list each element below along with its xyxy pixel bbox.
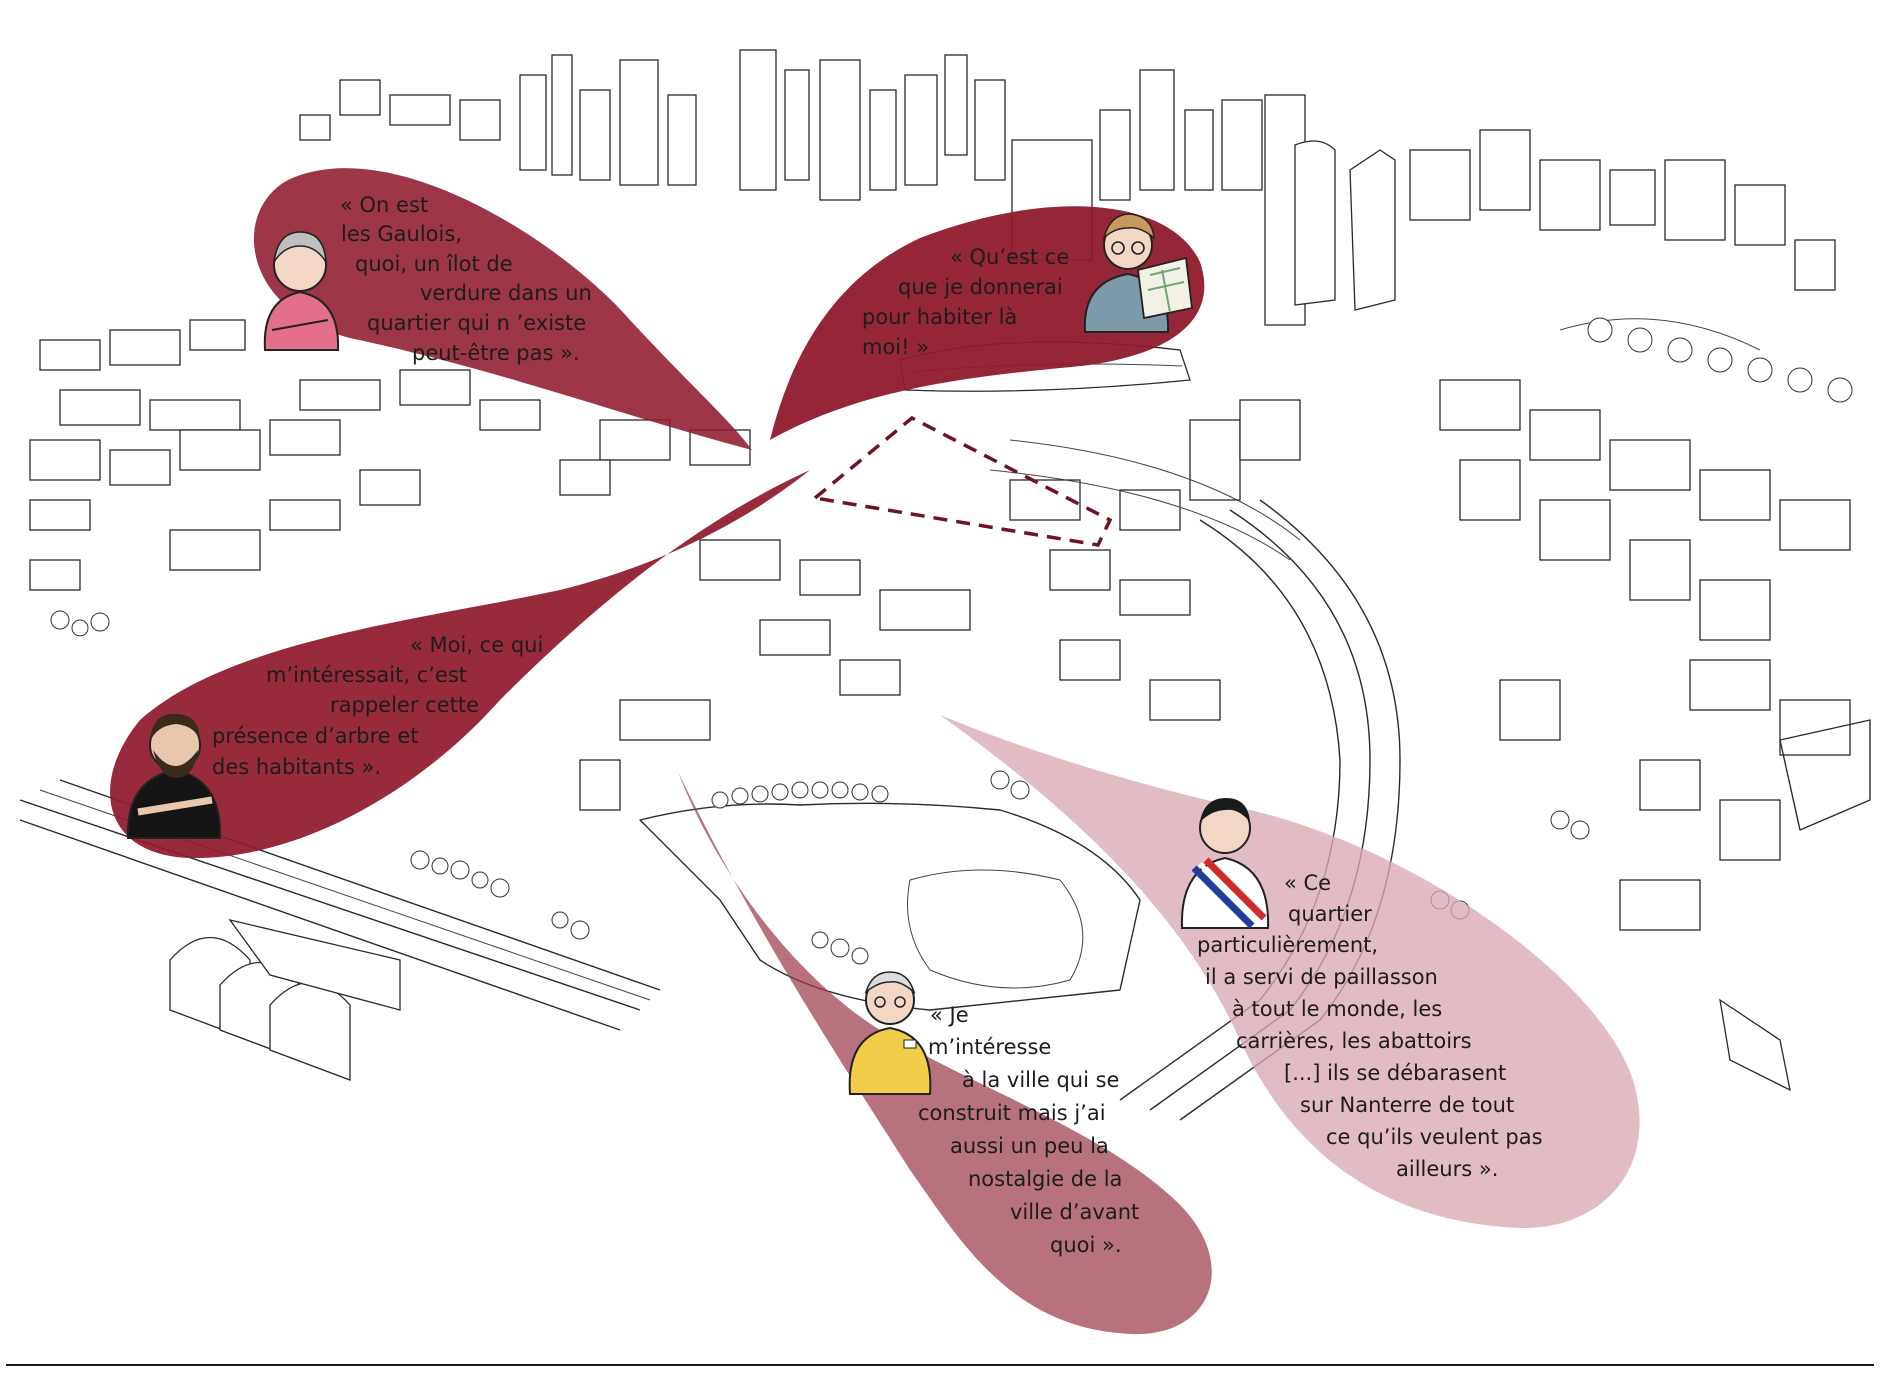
speech-bubble-paillasson xyxy=(940,715,1640,1229)
quote-line: ailleurs ». xyxy=(1396,1157,1498,1181)
quote-line: quoi ». xyxy=(1050,1233,1122,1257)
quote-line: que je donnerai xyxy=(898,275,1063,299)
quote-line: « Moi, ce qui xyxy=(410,633,543,657)
quote-arbres: « Moi, ce qui m’intéressait, c’est rappe… xyxy=(212,633,543,779)
quote-line: sur Nanterre de tout xyxy=(1300,1093,1514,1117)
quote-habiter: « Qu’est ce que je donnerai pour habiter… xyxy=(862,245,1069,359)
quote-line: [...] ils se débarasent xyxy=(1284,1061,1506,1085)
quote-line: « Ce xyxy=(1284,871,1331,895)
elderly-man-yellow-shirt-icon xyxy=(848,971,932,1095)
speech-bubble-arbres xyxy=(110,470,811,859)
quote-line: il a servi de paillasson xyxy=(1205,965,1438,989)
quote-gaulois: « On est les Gaulois, quoi, un îlot de v… xyxy=(340,193,592,365)
quote-line: particulièrement, xyxy=(1197,933,1378,957)
speech-bubble-nostalgie xyxy=(678,772,1212,1335)
left-district-blocks xyxy=(19,319,751,1031)
quote-line: pour habiter là xyxy=(862,305,1017,329)
quote-line: quoi, un îlot de xyxy=(355,252,513,276)
quote-line: peut-être pas ». xyxy=(412,341,580,365)
quote-line: quartier qui n ’existe xyxy=(367,311,586,335)
quote-line: verdure dans un xyxy=(420,281,592,305)
quote-line: nostalgie de la xyxy=(968,1167,1122,1191)
quote-line: à tout le monde, les xyxy=(1232,997,1442,1021)
quote-line: carrières, les abattoirs xyxy=(1236,1029,1472,1053)
quote-line: moi! » xyxy=(862,335,929,359)
speech-bubble-habiter xyxy=(770,206,1205,440)
right-district xyxy=(1439,318,1871,1092)
quote-line: des habitants ». xyxy=(212,755,381,779)
quote-line: ville d’avant xyxy=(1010,1200,1139,1224)
quote-nostalgie: « Je m’intéresse à la ville qui se const… xyxy=(918,1003,1139,1257)
site-perimeter-outline xyxy=(810,415,1113,547)
quote-line: présence d’arbre et xyxy=(212,724,419,748)
quote-line: rappeler cette xyxy=(330,693,479,717)
quote-line: à la ville qui se xyxy=(962,1068,1119,1092)
bottom-border-line xyxy=(6,1364,1874,1366)
speech-bubble-gaulois xyxy=(253,168,752,450)
man-holding-map-icon xyxy=(1083,213,1193,333)
rail-hangars xyxy=(169,918,401,1081)
quote-line: ce qu’ils veulent pas xyxy=(1326,1125,1543,1149)
bearded-man-black-tshirt-icon xyxy=(126,713,222,839)
quote-line: « On est xyxy=(340,193,428,217)
quote-line: m’intéressait, c’est xyxy=(266,663,467,687)
quote-line: m’intéresse xyxy=(928,1035,1051,1059)
quote-line: « Je xyxy=(930,1003,969,1027)
quote-line: aussi un peu la xyxy=(950,1134,1109,1158)
mayor-tricolor-sash-icon xyxy=(1180,798,1270,929)
quote-line: « Qu’est ce xyxy=(950,245,1069,269)
quote-line: construit mais j’ai xyxy=(918,1101,1106,1125)
elderly-woman-pink-sweater-icon xyxy=(263,231,340,351)
quote-line: les Gaulois, xyxy=(341,222,462,246)
quote-paillasson: « Ce quartier particulièrement, il a ser… xyxy=(1197,871,1543,1181)
quote-line: quartier xyxy=(1288,902,1372,926)
